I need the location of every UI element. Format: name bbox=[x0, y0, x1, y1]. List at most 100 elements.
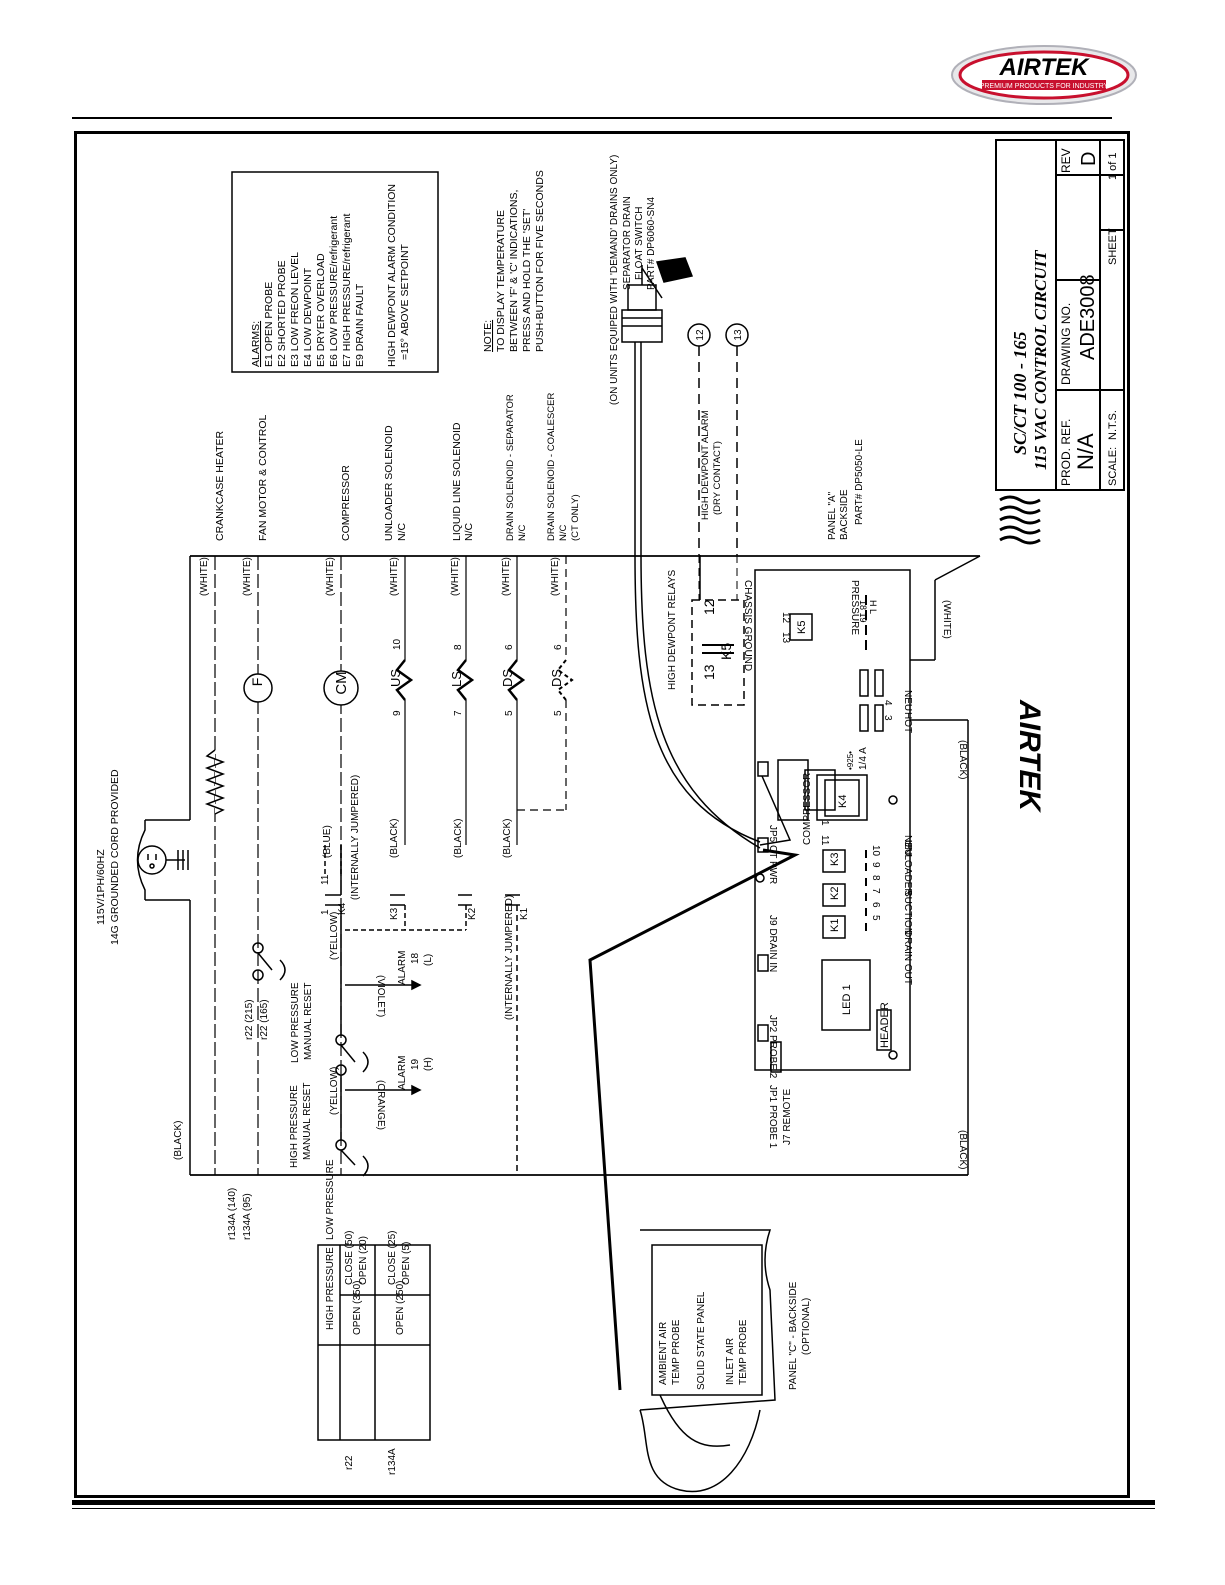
svg-text:3: 3 bbox=[882, 715, 893, 721]
hd-line2: =15° ABOVE SETPOINT bbox=[399, 243, 411, 360]
branch-liquid-line: LS 8 7 (WHITE) LIQUID LINE SOLENOID N/C bbox=[449, 422, 475, 845]
svg-text:(WHITE): (WHITE) bbox=[242, 557, 253, 596]
panel-c-text: AMBIENT AIR TEMP PROBE SOLID STATE PANEL… bbox=[658, 1281, 812, 1390]
svg-text:F: F bbox=[249, 678, 265, 687]
svg-text:FAN MOTOR & CONTROL: FAN MOTOR & CONTROL bbox=[257, 414, 269, 541]
svg-text:MANUAL RESET: MANUAL RESET bbox=[303, 983, 314, 1060]
separator-line1: SEPARATOR DRAIN bbox=[622, 196, 633, 290]
svg-text:7: 7 bbox=[870, 888, 881, 894]
svg-text:LED 1: LED 1 bbox=[841, 984, 853, 1015]
svg-text:r22: r22 bbox=[344, 1455, 355, 1470]
svg-text:(CT ONLY): (CT ONLY) bbox=[570, 494, 581, 541]
svg-text:LOW PRESSURE: LOW PRESSURE bbox=[325, 1159, 336, 1240]
supply-line1: 115V/1PH/60HZ bbox=[95, 849, 107, 925]
svg-text:OPEN (250): OPEN (250) bbox=[395, 1281, 406, 1335]
branch-drain-coalescer: DS 6 5 (WHITE) DRAIN SOLENOID - COALESCE… bbox=[517, 393, 581, 811]
svg-text:10: 10 bbox=[870, 845, 881, 857]
note-line: PUSH-BUTTON FOR FIVE SECONDS bbox=[534, 170, 546, 352]
svg-text:12: 12 bbox=[780, 612, 791, 624]
svg-text:HOT: HOT bbox=[902, 712, 913, 733]
grounded-plug bbox=[136, 556, 191, 1175]
separator-line2: FLOAT SWITCH bbox=[634, 206, 645, 280]
svg-text:13: 13 bbox=[780, 632, 791, 644]
svg-text:J7 REMOTE: J7 REMOTE bbox=[782, 1089, 793, 1145]
drawing-frame bbox=[74, 131, 1130, 1498]
svg-text:r134A: r134A bbox=[387, 1448, 398, 1475]
svg-text:K4: K4 bbox=[837, 795, 849, 808]
svg-text:(BLACK): (BLACK) bbox=[502, 819, 513, 858]
svg-text:UNLOADER SOLENOID: UNLOADER SOLENOID bbox=[383, 425, 395, 541]
svg-text:UNLOADER: UNLOADER bbox=[902, 840, 913, 896]
svg-text:5: 5 bbox=[870, 915, 881, 921]
hd-line1: HIGH DEWPONT ALARM CONDITION bbox=[386, 184, 398, 367]
svg-text:K5: K5 bbox=[718, 643, 734, 660]
relay-contacts bbox=[324, 845, 520, 1175]
svg-text:BACKSIDE: BACKSIDE bbox=[839, 489, 850, 540]
alarm-item: E5 DRYER OVERLOAD bbox=[315, 253, 327, 367]
svg-text:PART# DP5050-LE: PART# DP5050-LE bbox=[854, 439, 865, 525]
svg-text:18: 18 bbox=[410, 952, 421, 964]
svg-text:COMPRESSOR: COMPRESSOR bbox=[802, 773, 813, 845]
svg-text:SUCTION: SUCTION bbox=[902, 890, 913, 935]
svg-text:CHASSIS GROUND: CHASSIS GROUND bbox=[742, 580, 753, 671]
svg-text:HIGH DEWPONT ALARM: HIGH DEWPONT ALARM bbox=[700, 410, 711, 520]
svg-text:INLET AIR: INLET AIR bbox=[725, 1338, 736, 1385]
separator-text: (ON UNITS EQUIPED WITH 'DEMAND' DRAINS O… bbox=[609, 155, 657, 405]
footer-rule bbox=[72, 1500, 1155, 1505]
svg-text:DRAIN OUT: DRAIN OUT bbox=[902, 930, 913, 985]
svg-text:9: 9 bbox=[870, 862, 881, 868]
header-rule bbox=[72, 117, 1112, 119]
svg-text:HIGH PRESSURE: HIGH PRESSURE bbox=[325, 1247, 336, 1330]
svg-text:(YELLOW): (YELLOW) bbox=[329, 912, 340, 960]
svg-text:4: 4 bbox=[882, 700, 893, 706]
svg-text:PANEL "C" - BACKSIDE: PANEL "C" - BACKSIDE bbox=[788, 1281, 799, 1390]
svg-text:TEMP PROBE: TEMP PROBE bbox=[738, 1319, 749, 1385]
svg-text:PANEL "A": PANEL "A" bbox=[827, 491, 838, 540]
svg-text:K5: K5 bbox=[796, 621, 808, 634]
svg-text:(BLACK): (BLACK) bbox=[957, 1130, 968, 1169]
supply-text: 115V/1PH/60HZ 14G GROUNDED CORD PROVIDED bbox=[95, 769, 121, 945]
alarm-item: E4 LOW DEWPOINT bbox=[302, 267, 314, 367]
svg-text:(WHITE): (WHITE) bbox=[199, 557, 210, 596]
rev-label: REV bbox=[1059, 148, 1073, 173]
svg-text:(BLACK): (BLACK) bbox=[389, 819, 400, 858]
svg-text:(DRY CONTACT): (DRY CONTACT) bbox=[712, 441, 723, 515]
svg-text:11: 11 bbox=[819, 835, 830, 846]
svg-text:(ORANGE): (ORANGE) bbox=[375, 1080, 386, 1130]
svg-text:N/C: N/C bbox=[517, 525, 528, 542]
svg-text:CLOSE (50): CLOSE (50) bbox=[344, 1231, 355, 1285]
svg-text:(WHITE): (WHITE) bbox=[389, 557, 400, 596]
rev-value: D bbox=[1078, 152, 1100, 166]
svg-text:(WHITE): (WHITE) bbox=[941, 600, 952, 639]
svg-text:5: 5 bbox=[504, 710, 515, 716]
svg-text:12: 12 bbox=[701, 599, 717, 615]
svg-text:1/4 A: 1/4 A bbox=[858, 747, 869, 770]
separator-part: PART# DP6060-SN4 bbox=[646, 197, 657, 290]
demand-note: (ON UNITS EQUIPED WITH 'DEMAND' DRAINS O… bbox=[609, 155, 620, 405]
supply-line2: 14G GROUNDED CORD PROVIDED bbox=[109, 769, 121, 945]
logo-tagline: PREMIUM PRODUCTS FOR INDUSTRY bbox=[980, 83, 1109, 90]
svg-text:OPEN (350): OPEN (350) bbox=[352, 1281, 363, 1335]
svg-text:r134A (95): r134A (95) bbox=[242, 1193, 253, 1240]
relay-labels: 11 (BLUE) 1 K4 (BLACK) K3 (BLACK) K2 (BL… bbox=[227, 775, 530, 1240]
svg-text:18 19: 18 19 bbox=[858, 600, 868, 623]
svg-text:K2: K2 bbox=[467, 907, 478, 920]
control-board bbox=[754, 555, 981, 1175]
branch-unloader: US 10 9 (WHITE) UNLOADER SOLENOID N/C bbox=[383, 425, 414, 845]
svg-text:11: 11 bbox=[320, 874, 331, 885]
board-labels: JP5 CT PWR J9 DRAIN IN JP2 PROBE 2 JP1 P… bbox=[742, 580, 968, 1169]
svg-text:JP1 PROBE 1: JP1 PROBE 1 bbox=[767, 1085, 778, 1149]
svg-text:(H): (H) bbox=[423, 1057, 434, 1071]
svg-text:•925•: •925• bbox=[846, 751, 855, 770]
alarm-item: E6 LOW PRESSURE/refrigerant bbox=[328, 216, 340, 367]
svg-text:NEU: NEU bbox=[902, 835, 913, 856]
svg-text:r134A (140): r134A (140) bbox=[227, 1188, 238, 1240]
alarm-item: E9 DRAIN FAULT bbox=[354, 283, 366, 367]
svg-text:6: 6 bbox=[870, 902, 881, 908]
board-wiring bbox=[588, 554, 800, 1391]
scale-value: N.T.S. bbox=[1107, 410, 1119, 440]
alarm-item: E1 OPEN PROBE bbox=[263, 282, 275, 367]
panel-a-label: PANEL "A" BACKSIDE PART# DP5050-LE bbox=[827, 439, 865, 540]
prod-ref-label: PROD. REF. bbox=[1059, 419, 1073, 486]
